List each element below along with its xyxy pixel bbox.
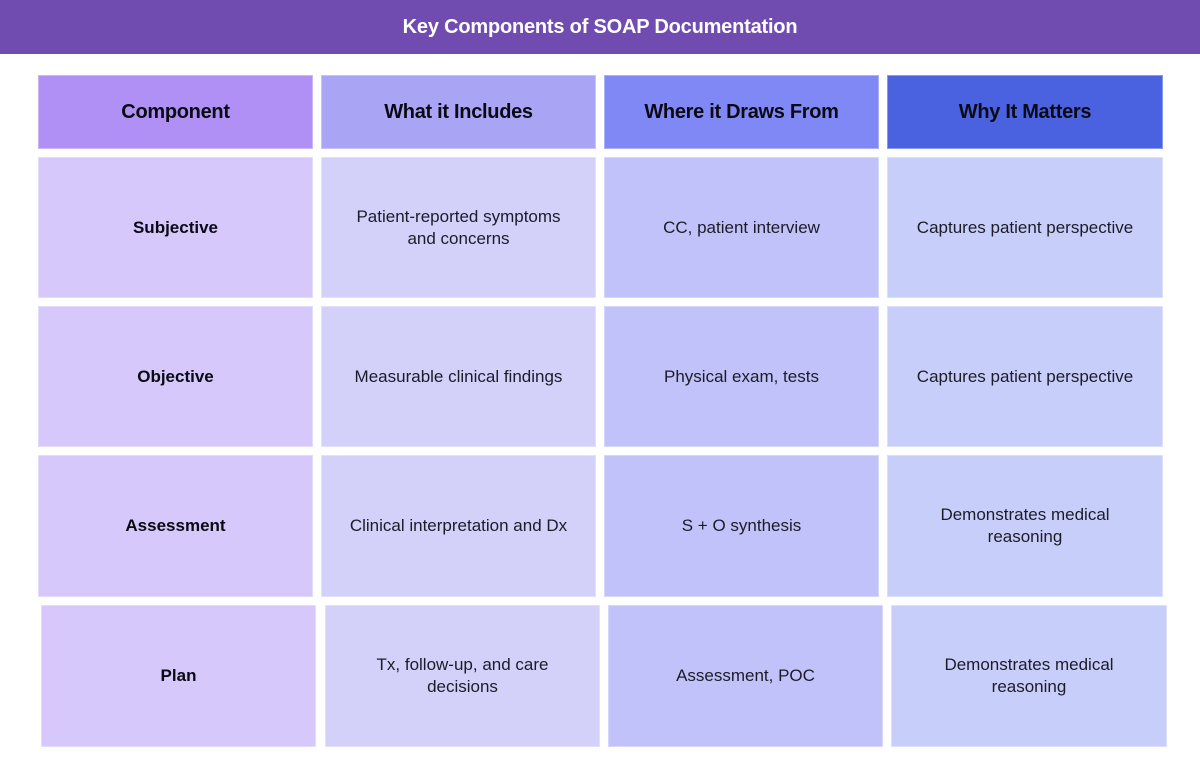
row-assessment-component: Assessment: [38, 455, 313, 597]
page-title: Key Components of SOAP Documentation: [0, 0, 1200, 54]
header-what-it-includes: What it Includes: [321, 75, 596, 149]
header-component: Component: [38, 75, 313, 149]
row-subjective-why: Captures patient perspective: [887, 157, 1163, 298]
row-plan-includes: Tx, follow-up, and care decisions: [325, 605, 600, 747]
row-assessment-why: Demonstrates medical reasoning: [887, 455, 1163, 597]
row-assessment-source: S + O synthesis: [604, 455, 879, 597]
row-subjective-includes: Patient-reported symptoms and concerns: [321, 157, 596, 298]
row-assessment-includes: Clinical interpretation and Dx: [321, 455, 596, 597]
header-where-it-draws-from: Where it Draws From: [604, 75, 879, 149]
row-objective-why: Captures patient perspective: [887, 306, 1163, 447]
row-plan-why: Demonstrates medical reasoning: [891, 605, 1167, 747]
header-why-it-matters: Why It Matters: [887, 75, 1163, 149]
row-plan-component: Plan: [41, 605, 316, 747]
row-subjective-component: Subjective: [38, 157, 313, 298]
row-plan-source: Assessment, POC: [608, 605, 883, 747]
row-objective-component: Objective: [38, 306, 313, 447]
row-objective-includes: Measurable clinical findings: [321, 306, 596, 447]
row-objective-source: Physical exam, tests: [604, 306, 879, 447]
row-subjective-source: CC, patient interview: [604, 157, 879, 298]
